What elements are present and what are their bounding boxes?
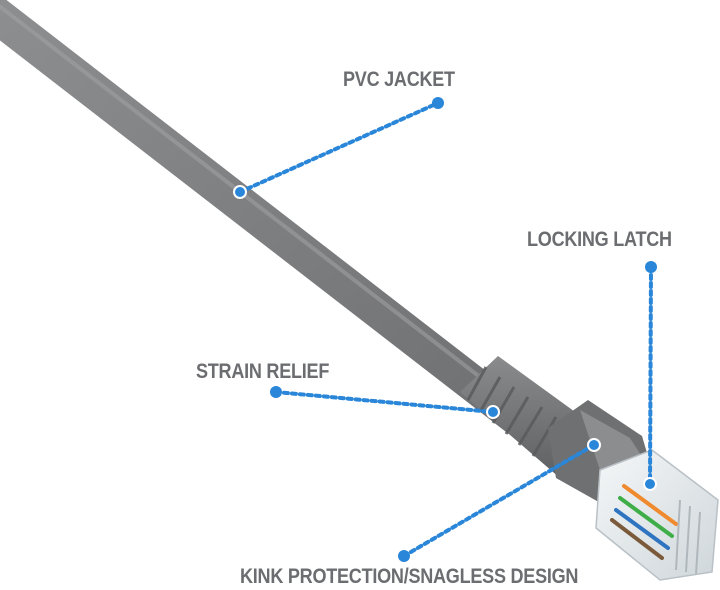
callout-dot-icon bbox=[645, 261, 657, 273]
callout-dot-icon bbox=[398, 550, 410, 562]
callout-dot-icon bbox=[587, 438, 601, 452]
cable-jacket bbox=[0, 0, 532, 435]
strain-relief-callout bbox=[270, 386, 500, 419]
callout-dot-icon bbox=[233, 185, 247, 199]
rj45-plug bbox=[595, 449, 719, 581]
callout-dot-icon bbox=[643, 477, 657, 491]
pvc-jacket-callout bbox=[233, 97, 444, 199]
callout-dot-icon bbox=[432, 97, 444, 109]
kink-protection-label: KINK PROTECTION/SNAGLESS DESIGN bbox=[240, 565, 579, 588]
callout-dot-icon bbox=[270, 386, 282, 398]
locking-latch-callout bbox=[643, 261, 657, 491]
callout-dot-icon bbox=[486, 405, 500, 419]
locking-latch-label: LOCKING LATCH bbox=[527, 228, 672, 251]
pvc-jacket-label: PVC JACKET bbox=[343, 68, 455, 91]
strain-relief-label: STRAIN RELIEF bbox=[196, 360, 330, 383]
kink-protection-callout bbox=[398, 438, 601, 562]
